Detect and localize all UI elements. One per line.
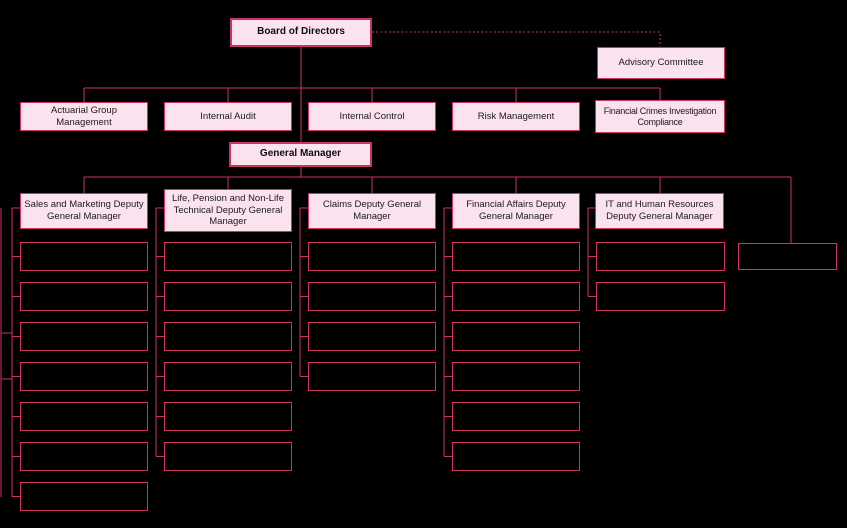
spine-it-hr	[587, 207, 596, 298]
node-financial-affairs-deputy-gm: Financial Affairs Deputy General Manager	[452, 193, 580, 229]
vacant-position-box	[308, 242, 436, 271]
node-sales-marketing-deputy-gm: Sales and Marketing Deputy General Manag…	[20, 193, 148, 229]
node-board-of-directors: Board of Directors	[230, 18, 372, 47]
node-financial-crimes-investigation-compliance: Financial Crimes Investigation Complianc…	[595, 100, 725, 133]
node-claims-deputy-gm: Claims Deputy General Manager	[308, 193, 436, 229]
vacant-position-box	[738, 243, 837, 270]
deputy-stubs	[83, 177, 661, 193]
vacant-position-box	[308, 362, 436, 391]
advisory-dotted-link	[372, 31, 661, 47]
vacant-position-box	[20, 362, 148, 391]
left-edge-cropped-line	[0, 208, 12, 497]
row2-stubs	[83, 88, 661, 102]
spine-life	[155, 207, 164, 458]
spine-claims	[299, 207, 308, 378]
vacant-position-box	[164, 362, 292, 391]
vacant-position-box	[164, 402, 292, 431]
vacant-position-box	[308, 282, 436, 311]
spine-financial-affairs	[443, 207, 452, 458]
vacant-position-box	[20, 482, 148, 511]
vacant-position-box	[596, 282, 725, 311]
node-actuarial-group-management: Actuarial Group Management	[20, 102, 148, 131]
node-advisory-committee: Advisory Committee	[597, 47, 725, 79]
vacant-position-box	[308, 322, 436, 351]
vacant-position-box	[452, 322, 580, 351]
node-risk-management: Risk Management	[452, 102, 580, 131]
vacant-position-box	[20, 442, 148, 471]
node-internal-control: Internal Control	[308, 102, 436, 131]
spine-sales	[11, 207, 20, 498]
vacant-position-box	[20, 242, 148, 271]
vacant-position-box	[452, 362, 580, 391]
vacant-position-box	[164, 282, 292, 311]
vacant-position-box	[452, 402, 580, 431]
node-general-manager: General Manager	[229, 142, 372, 167]
vacant-position-box	[20, 402, 148, 431]
vacant-position-box	[164, 322, 292, 351]
node-internal-audit: Internal Audit	[164, 102, 292, 131]
vacant-position-box	[452, 442, 580, 471]
vacant-position-box	[20, 282, 148, 311]
node-life-pension-deputy-gm: Life, Pension and Non-Life Technical Dep…	[164, 189, 292, 232]
vacant-position-box	[452, 282, 580, 311]
vacant-position-box	[596, 242, 725, 271]
vacant-position-box	[20, 322, 148, 351]
vacant-position-box	[164, 242, 292, 271]
node-it-hr-deputy-gm: IT and Human Resources Deputy General Ma…	[595, 193, 724, 229]
vacant-position-box	[164, 442, 292, 471]
vacant-position-box	[452, 242, 580, 271]
